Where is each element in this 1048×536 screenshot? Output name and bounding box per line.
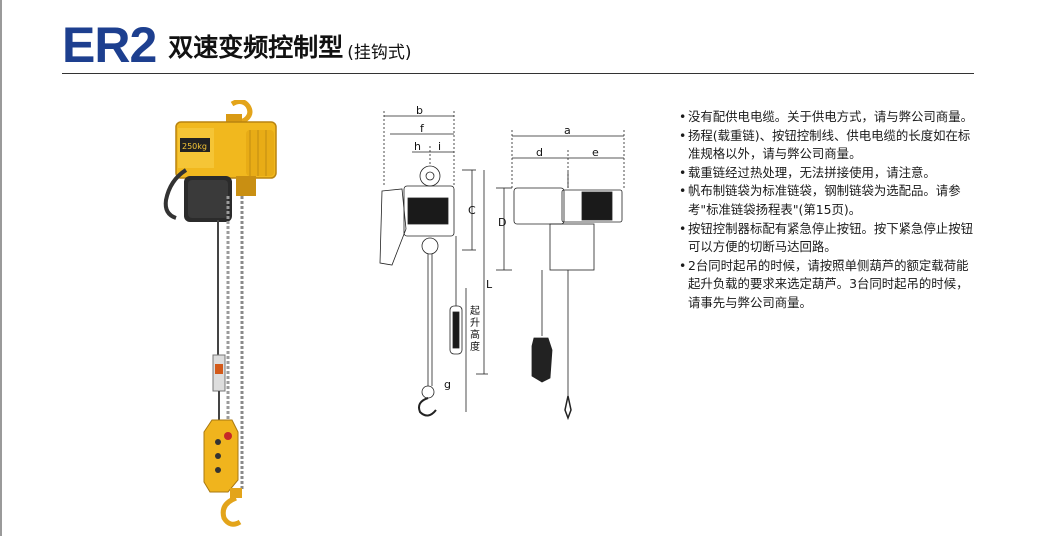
dimension-diagram: b f h i C L g a d e D 起 升 高 度 (379, 106, 625, 421)
hoist-photo: 250kg (163, 100, 277, 527)
note-item: 没有配供电电缆。关于供电方式，请与弊公司商量。 (679, 108, 979, 127)
lift-height-char-4: 度 (470, 340, 480, 353)
note-item: 载重链经过热处理，无法拼接使用，请注意。 (679, 164, 979, 183)
dim-label-C: C (468, 204, 476, 217)
dim-label-a: a (564, 124, 571, 137)
note-item: 按钮控制器标配有紧急停止按钮。按下紧急停止按钮可以方便的切断马达回路。 (679, 220, 979, 257)
header-rule (62, 73, 974, 74)
page-subtitle: (挂钩式) (347, 43, 412, 63)
note-item: 帆布制链袋为标准链袋，钢制链袋为选配品。请参考"标准链袋扬程表"(第15页)。 (679, 182, 979, 219)
dim-label-e: e (592, 146, 599, 159)
model-name: ER2 (62, 17, 157, 73)
dim-label-i: i (438, 140, 441, 153)
page-header: ER2 双速变频控制型 (挂钩式) (62, 14, 412, 70)
note-item: 扬程(载重链)、按钮控制线、供电电缆的长度如在标准规格以外，请与弊公司商量。 (679, 127, 979, 164)
dim-label-D: D (498, 216, 506, 229)
dim-label-h: h (414, 140, 421, 153)
lift-height-char-2: 升 (470, 317, 480, 329)
note-item: 2台同时起吊的时候，请按照单侧葫芦的额定载荷能起升负载的要求来选定葫芦。3台同时… (679, 257, 979, 313)
page-title: 双速变频控制型 (168, 33, 344, 62)
dim-label-d: d (536, 146, 543, 159)
capacity-plate: 250kg (182, 142, 207, 151)
dim-label-L: L (486, 278, 493, 291)
page-left-border (0, 0, 2, 536)
dim-label-b: b (416, 106, 423, 117)
dim-label-f: f (420, 122, 425, 135)
dim-label-g: g (444, 378, 451, 391)
notes-list: 没有配供电电缆。关于供电方式，请与弊公司商量。 扬程(载重链)、按钮控制线、供电… (679, 108, 979, 313)
lift-height-char-3: 高 (470, 328, 480, 341)
lift-height-char-1: 起 (470, 305, 480, 317)
